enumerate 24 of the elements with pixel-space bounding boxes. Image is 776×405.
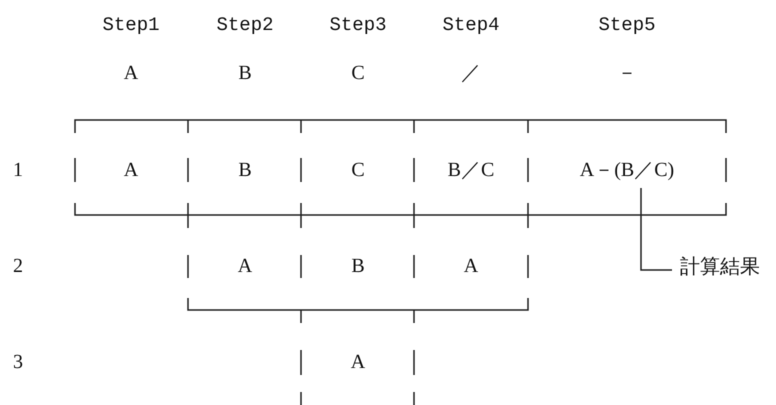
stack-cell-text: A: [238, 254, 252, 278]
leader-line: [640, 188, 672, 271]
operation-label: ／: [461, 61, 481, 85]
stack-cell-text: A: [350, 350, 366, 374]
step-label: Step5: [598, 13, 656, 37]
row-number: 2: [13, 254, 23, 278]
stack-cell-text: C: [351, 158, 365, 182]
operation-label: －: [617, 61, 637, 85]
stack-cell-text: B: [351, 254, 365, 278]
step-label: Step2: [216, 13, 274, 37]
stack-cell-text: B: [238, 158, 252, 182]
stack-cell-text: A: [464, 254, 478, 278]
stack-cell-text: A－(B／C): [580, 158, 674, 182]
stack-cell-text: A: [124, 158, 138, 182]
step-label: Step3: [330, 13, 386, 37]
annotation-text: 計算結果: [680, 254, 760, 278]
operation-label: A: [124, 61, 138, 85]
step-label: Step1: [102, 13, 160, 37]
step-label: Step4: [442, 13, 500, 37]
stack-cell-text: B／C: [448, 158, 494, 182]
row-number: 3: [13, 350, 23, 374]
row-number: 1: [13, 158, 23, 182]
operation-label: B: [238, 61, 252, 85]
operation-label: C: [351, 61, 365, 85]
